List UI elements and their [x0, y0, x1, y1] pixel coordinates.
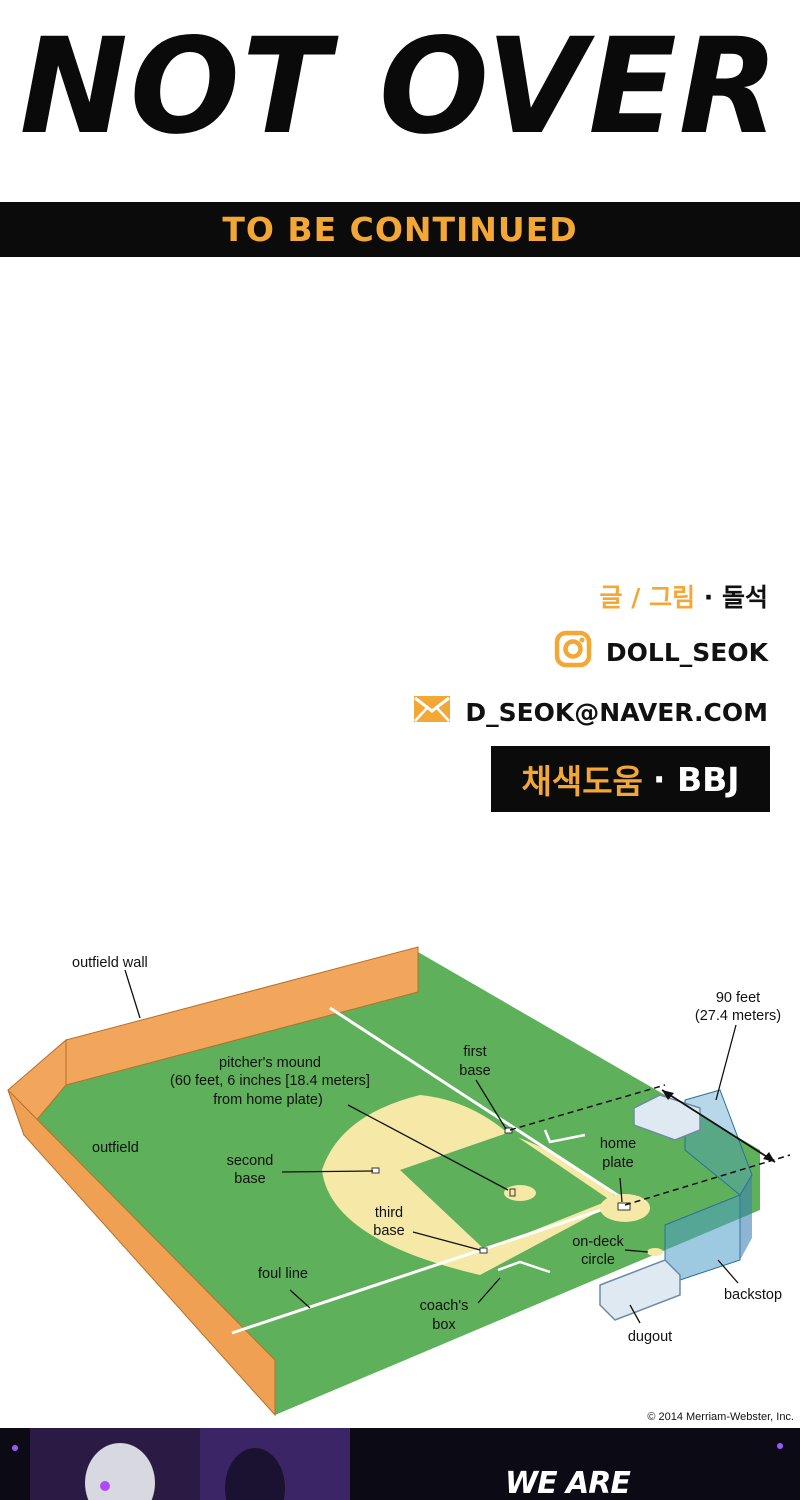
label-mound-line3: from home plate)	[213, 1092, 323, 1108]
dugout-far	[633, 1094, 701, 1141]
comic-title: NOT OVER	[19, 10, 781, 164]
leader-lines	[124, 969, 739, 1324]
distance-arrow	[661, 1089, 776, 1163]
outfield-wall-front	[7, 1089, 276, 1417]
label-outfield-wall: outfield wall	[72, 955, 148, 971]
label-dugout: dugout	[628, 1329, 672, 1345]
pitchers-mound	[504, 1185, 536, 1201]
label-foul-line: foul line	[258, 1266, 308, 1282]
label-on-deck-1: on-deck	[572, 1234, 624, 1250]
label-mound-line2: (60 feet, 6 inches [18.4 meters]	[170, 1073, 370, 1089]
label-first-base-1: first	[463, 1044, 486, 1060]
backstop-net-side	[740, 1175, 752, 1260]
label-coach-box-1: coach's	[420, 1298, 469, 1314]
label-on-deck-2: circle	[581, 1252, 615, 1268]
foul-line-first	[329, 1006, 626, 1202]
continued-text: TO BE CONTINUED	[222, 210, 578, 249]
coloring-name: · BBJ	[652, 759, 740, 799]
label-backstop: backstop	[724, 1287, 782, 1303]
distance-dash-top	[509, 1084, 666, 1131]
instagram-icon	[554, 630, 592, 674]
home-plate	[617, 1202, 631, 1211]
baseball-field-diagram: outfield wall outfield pitcher's mound (…	[7, 946, 794, 1423]
coloring-label: 채색도움	[521, 762, 643, 801]
next-page-banner: WE ARE	[0, 1428, 800, 1500]
coach-box-first	[543, 1129, 586, 1144]
first-base	[504, 1127, 513, 1134]
label-coach-box-2: box	[432, 1317, 456, 1333]
arrow-head-top	[662, 1090, 674, 1100]
pitchers-rubber	[509, 1188, 516, 1197]
label-third-base-2: base	[373, 1223, 404, 1239]
coach-box-third	[497, 1260, 551, 1274]
instagram-credit: DOLL_SEOK	[554, 630, 768, 674]
label-second-base-1: second	[227, 1153, 274, 1169]
label-third-base-1: third	[375, 1205, 403, 1221]
label-distance-2: (27.4 meters)	[695, 1008, 781, 1024]
copyright: © 2014 Merriam-Webster, Inc.	[647, 1411, 794, 1423]
instagram-handle[interactable]: DOLL_SEOK	[605, 637, 768, 667]
label-mound-line1: pitcher's mound	[219, 1055, 321, 1071]
banner-text: WE ARE	[505, 1466, 631, 1500]
email-address[interactable]: D_SEOK@NAVER.COM	[465, 697, 768, 727]
on-deck-circle	[647, 1248, 663, 1256]
distance-dash-bottom	[624, 1154, 791, 1206]
banner-art	[12, 1428, 783, 1500]
continued-banner: TO BE CONTINUED	[0, 202, 800, 257]
third-base	[479, 1247, 488, 1254]
second-base	[371, 1167, 380, 1174]
email-credit: D_SEOK@NAVER.COM	[413, 692, 768, 732]
arrow-head-bottom	[763, 1152, 775, 1162]
author-label: 글 / 그림	[599, 583, 696, 612]
coloring-credit: 채색도움 · BBJ	[491, 746, 770, 812]
label-outfield: outfield	[92, 1140, 139, 1156]
foul-line-third	[231, 1200, 626, 1335]
label-home-plate-1: home	[600, 1136, 636, 1152]
mail-icon	[413, 694, 451, 730]
label-home-plate-2: plate	[602, 1155, 633, 1171]
label-second-base-2: base	[234, 1171, 265, 1187]
dugout-near	[599, 1259, 681, 1321]
label-first-base-2: base	[459, 1063, 490, 1079]
author-separator: ·	[695, 583, 722, 612]
label-distance-1: 90 feet	[716, 990, 760, 1006]
author-credit: 글 / 그림 · 돌석	[600, 578, 768, 614]
author-name: 돌석	[721, 583, 768, 612]
